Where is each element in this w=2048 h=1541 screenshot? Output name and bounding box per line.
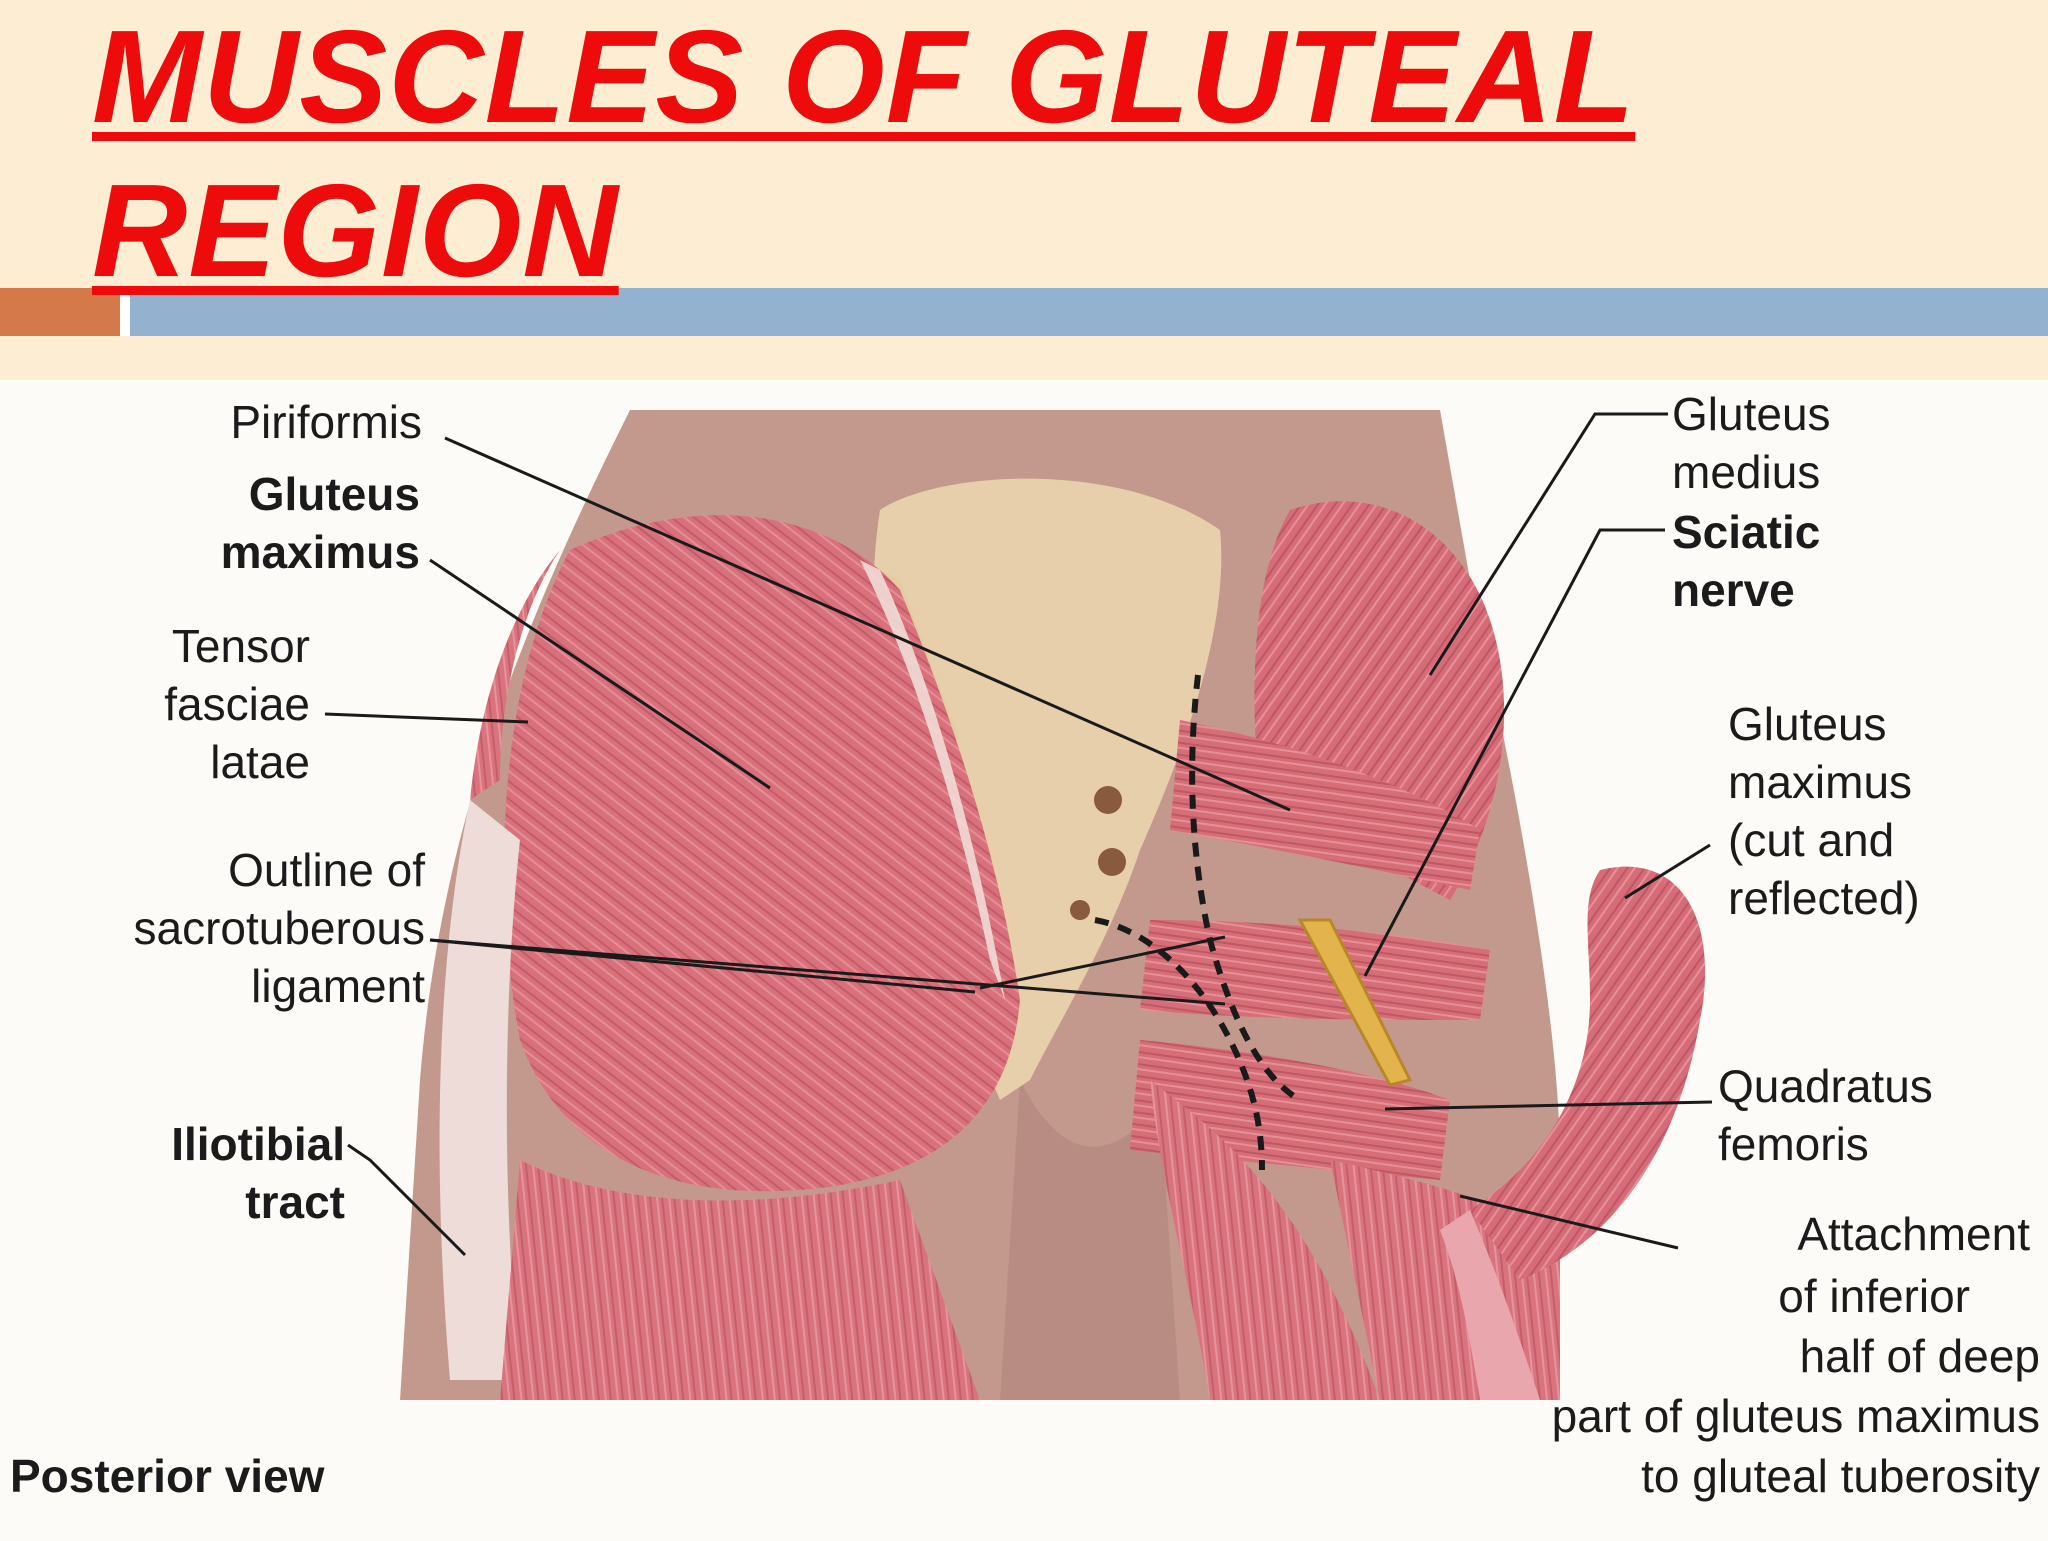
left-gmax-fascia-edge: [860, 560, 1005, 1000]
leader-outline-c: [979, 935, 1226, 990]
sacrotuberous-outline-inferior: [1094, 917, 1265, 1171]
label-gluteus-maximus-2: maximus: [221, 526, 420, 578]
label-sciatic-2: nerve: [1672, 564, 1795, 616]
label-gmax-cut-4: reflected): [1728, 872, 1920, 924]
label-posterior-view: Posterior view: [10, 1450, 325, 1502]
label-gmax-cut-3: (cut and: [1728, 814, 1894, 866]
leader-attachment: [1459, 1194, 1679, 1250]
label-quadratus-2: femoris: [1718, 1118, 1869, 1170]
gmax-attachment: [1440, 1210, 1540, 1400]
label-attachment-3: half of deep: [1800, 1330, 2040, 1382]
leader-outline-b: [429, 938, 1226, 1006]
leader-gluteus-medius: [1428, 412, 1668, 676]
label-tensor-3: latae: [210, 736, 310, 788]
label-gluteus-medius-1: Gluteus: [1672, 388, 1831, 440]
label-tensor-1: Tensor: [172, 620, 310, 672]
left-thigh-muscles: [500, 1160, 980, 1400]
label-attachment-2: of inferior: [1778, 1270, 1970, 1322]
label-attachment-4: part of gluteus maximus: [1552, 1390, 2040, 1442]
label-sciatic-1: Sciatic: [1672, 506, 1820, 558]
leader-lines: [324, 412, 1713, 1257]
label-piriformis: Piriformis: [230, 396, 422, 448]
label-attachment-1: Attachment: [1797, 1208, 2030, 1260]
label-tensor-2: fasciae: [164, 678, 310, 730]
accent-bar-orange: [0, 288, 120, 336]
label-attachment-5: to gluteal tuberosity: [1641, 1450, 2040, 1502]
leader-tensor: [324, 712, 529, 724]
anatomy-figure: Piriformis Gluteus maximus Tensor fascia…: [0, 380, 2048, 1536]
leader-gluteus-maximus: [429, 558, 771, 790]
slide-title: MUSCLES OF GLUTEAL REGION: [92, 3, 1636, 304]
sacral-foramen-2: [1098, 848, 1126, 876]
label-outline-3: ligament: [251, 960, 425, 1012]
label-iliotibial-1: Iliotibial: [171, 1118, 345, 1170]
piriformis: [1170, 720, 1480, 890]
left-gluteus-maximus: [504, 515, 1020, 1192]
label-outline-2: sacrotuberous: [134, 902, 426, 954]
gluteus-maximus-reflected: [1470, 866, 1706, 1280]
leader-sciatic: [1363, 528, 1665, 977]
label-quadratus-1: Quadratus: [1718, 1060, 1933, 1112]
tensor-fasciae-latae: [470, 550, 560, 800]
leader-iliotibial: [347, 1143, 467, 1257]
leader-quadratus: [1384, 1100, 1713, 1111]
leader-piriformis: [444, 436, 1291, 812]
label-iliotibial-2: tract: [245, 1176, 345, 1228]
label-gmax-cut-1: Gluteus: [1728, 698, 1887, 750]
leader-gmax-cut: [1624, 843, 1711, 900]
label-gmax-cut-2: maximus: [1728, 756, 1912, 808]
sciatic-nerve: [1297, 918, 1413, 1087]
label-gluteus-maximus-1: Gluteus: [249, 468, 420, 520]
anatomy-illustration: Piriformis Gluteus maximus Tensor fascia…: [10, 388, 2040, 1502]
accent-bar-divider: [120, 288, 130, 336]
sacral-foramen-1: [1094, 786, 1122, 814]
sacrotuberous-outline-sacral: [1189, 674, 1302, 1103]
accent-bar-blue: [130, 288, 2048, 336]
label-gluteus-medius-2: medius: [1672, 446, 1820, 498]
sacral-foramen-3: [1070, 900, 1090, 920]
label-outline-1: Outline of: [228, 844, 425, 896]
hamstring-origin: [1150, 1080, 1380, 1400]
gluteal-cleft-skin: [1000, 1080, 1180, 1400]
